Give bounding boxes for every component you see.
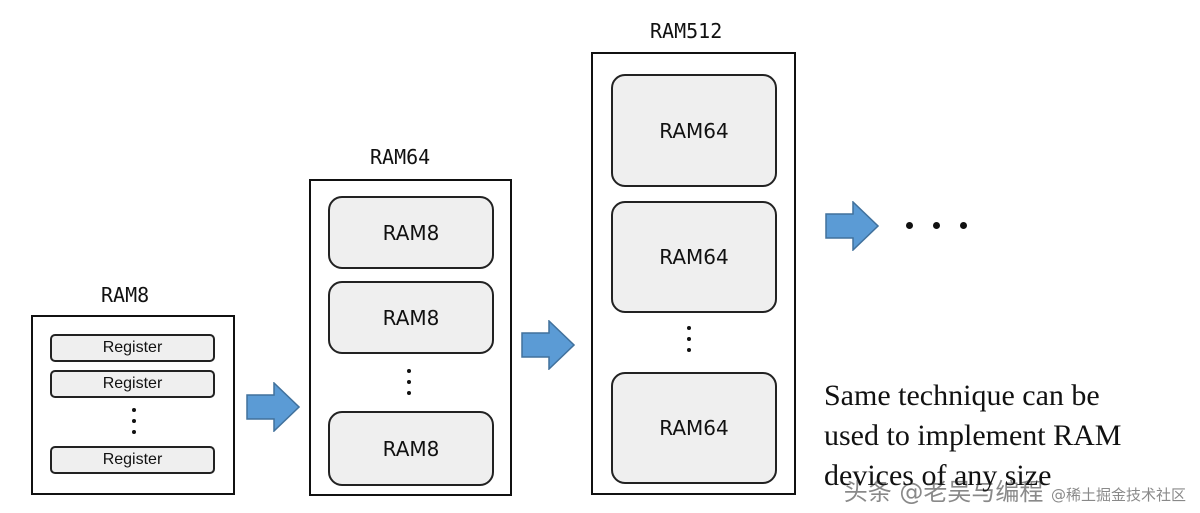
ram8-block: RAM8 (328, 281, 494, 354)
vertical-ellipsis (129, 408, 139, 441)
arrow-shape (521, 320, 575, 370)
arrow-shape (246, 382, 300, 432)
ram64-block: RAM64 (611, 372, 777, 484)
ram64-title: RAM64 (370, 145, 431, 169)
ram8-title: RAM8 (101, 283, 150, 307)
arrow-right-icon (521, 320, 575, 370)
arrow-right-icon (246, 382, 300, 432)
caption-text: Same technique can be used to implement … (824, 376, 1184, 496)
ram64-block: RAM64 (611, 74, 777, 187)
register-box: Register (50, 334, 215, 362)
continuation-ellipsis (906, 222, 967, 229)
register-box: Register (50, 370, 215, 398)
register-box: Register (50, 446, 215, 474)
vertical-ellipsis (404, 369, 414, 402)
vertical-ellipsis (684, 326, 694, 359)
arrow-right-icon (825, 201, 879, 251)
caption-line: devices of any size (824, 459, 1052, 492)
ram512-title: RAM512 (650, 19, 723, 43)
watermark-text: 头条 @老吴与编程 (843, 478, 1044, 506)
ram8-block: RAM8 (328, 196, 494, 269)
caption-line: Same technique can be (824, 379, 1100, 412)
watermark-subtext: @稀土掘金技术社区 (1050, 486, 1186, 504)
ram64-frame: RAM8 RAM8 RAM8 (309, 179, 512, 496)
caption-line: used to implement RAM (824, 419, 1122, 452)
ram8-frame: Register Register Register (31, 315, 235, 495)
watermark: 头条 @老吴与编程 @稀土掘金技术社区 (844, 472, 1186, 507)
ram512-frame: RAM64 RAM64 RAM64 (591, 52, 796, 495)
ram8-block: RAM8 (328, 411, 494, 486)
ram64-block: RAM64 (611, 201, 777, 313)
arrow-shape (825, 201, 879, 251)
